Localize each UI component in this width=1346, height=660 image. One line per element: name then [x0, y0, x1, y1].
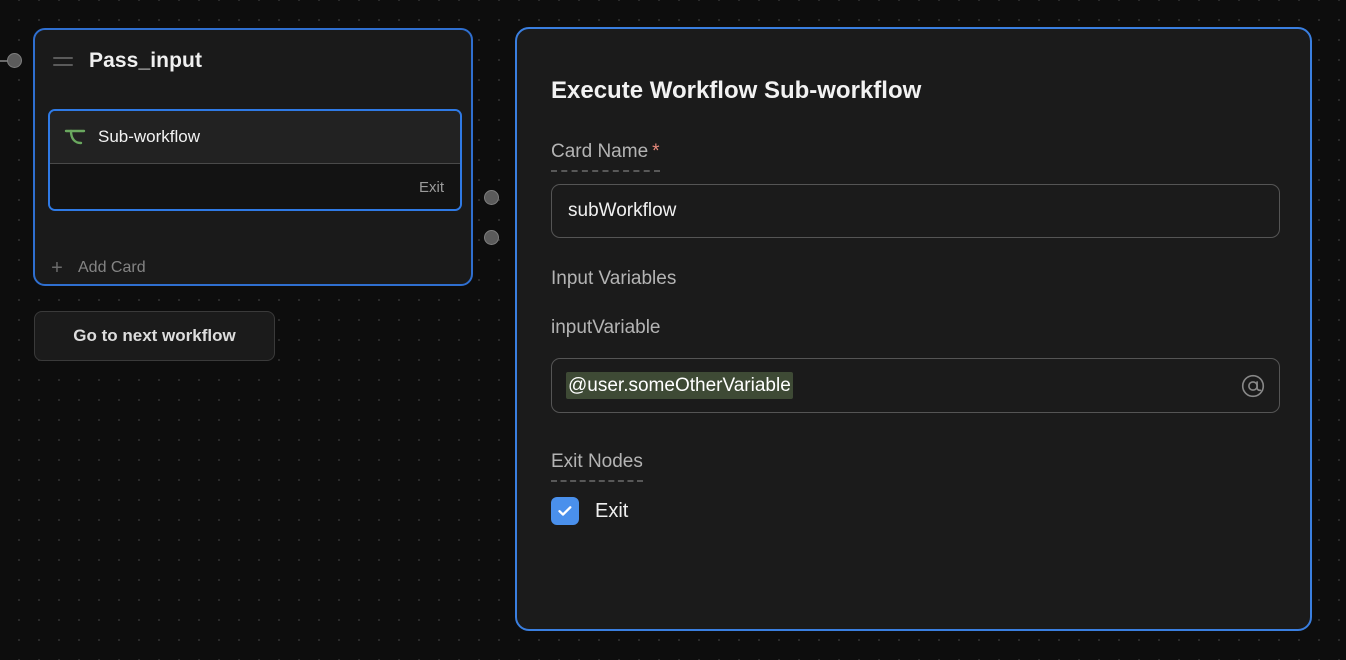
required-asterisk: * [652, 141, 660, 162]
card-exit-label[interactable]: Exit [418, 179, 444, 196]
input-wire [0, 60, 9, 62]
go-to-next-workflow-button[interactable]: Go to next workflow [34, 311, 275, 361]
output-port-1[interactable] [484, 190, 499, 205]
input-variable-field-wrap: @user.someOtherVariable [551, 358, 1280, 413]
node-header: Pass_input [35, 30, 471, 92]
workflow-node-pass-input[interactable]: Pass_input Sub-workflow Exit + Add Card [33, 28, 473, 286]
exit-checkbox[interactable] [551, 497, 579, 525]
exit-checkbox-label: Exit [595, 499, 629, 522]
panel-title: Execute Workflow Sub-workflow [551, 77, 922, 104]
sub-workflow-icon [64, 129, 86, 145]
plus-icon: + [51, 257, 63, 279]
add-card-label: Add Card [78, 259, 146, 276]
properties-panel: Execute Workflow Sub-workflow Card Name*… [515, 27, 1312, 631]
drag-handle-icon[interactable] [53, 54, 73, 68]
card-name-input[interactable] [551, 184, 1280, 238]
variable-token: @user.someOtherVariable [566, 371, 793, 400]
card-name-label-text: Card Name [551, 141, 649, 162]
card-body: Exit [50, 164, 460, 209]
card-title: Sub-workflow [98, 127, 201, 146]
add-card-button[interactable]: + Add Card [50, 257, 146, 279]
exit-nodes-label-text: Exit Nodes [551, 451, 643, 472]
input-variable-field[interactable]: @user.someOtherVariable [551, 358, 1280, 413]
card-name-label: Card Name* [551, 141, 660, 172]
at-icon[interactable] [1240, 373, 1266, 399]
check-icon [558, 506, 572, 516]
node-card-sub-workflow[interactable]: Sub-workflow Exit [48, 109, 462, 211]
exit-nodes-label: Exit Nodes [551, 451, 643, 482]
input-port[interactable] [7, 53, 22, 68]
input-variable-label: inputVariable [551, 317, 661, 338]
input-variables-section-label: Input Variables [551, 268, 677, 289]
node-title: Pass_input [89, 49, 203, 72]
exit-node-row[interactable]: Exit [551, 497, 1276, 525]
output-port-2[interactable] [484, 230, 499, 245]
card-header: Sub-workflow [50, 111, 460, 164]
